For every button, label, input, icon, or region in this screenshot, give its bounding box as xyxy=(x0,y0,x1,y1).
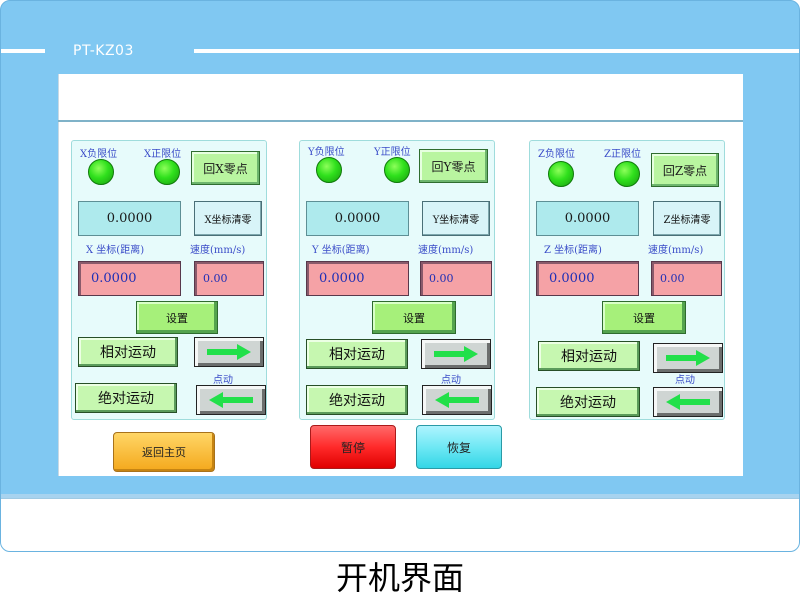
jog-forward-button[interactable] xyxy=(421,339,491,369)
pause-button[interactable]: 暂停 xyxy=(310,425,396,469)
neg-limit-label: Z负限位 xyxy=(538,149,575,160)
absolute-move-button[interactable]: 绝对运动 xyxy=(306,385,408,415)
relative-move-button[interactable]: 相对运动 xyxy=(306,339,408,369)
distance-input[interactable]: 0.0000 xyxy=(536,261,639,296)
set-button[interactable]: 设置 xyxy=(372,301,456,334)
screen-caption: 开机界面 xyxy=(335,559,464,597)
pos-limit-lamp xyxy=(614,161,640,187)
z-axis-panel: Z负限位 Z正限位 回Z零点 0.0000 Z坐标清零 Z 坐标(距离) 速度(… xyxy=(529,140,725,420)
relative-move-button[interactable]: 相对运动 xyxy=(538,341,640,371)
pos-limit-label: X正限位 xyxy=(144,149,182,160)
pos-limit-lamp xyxy=(154,159,180,185)
pos-limit-label: Y正限位 xyxy=(374,147,411,158)
coordinate-label: X 坐标(距离) xyxy=(86,245,145,256)
set-button[interactable]: 设置 xyxy=(602,301,686,334)
arrow-right-icon xyxy=(207,344,251,360)
pos-limit-lamp xyxy=(384,157,410,183)
jog-label: 点动 xyxy=(675,375,695,386)
neg-limit-label: Y负限位 xyxy=(308,147,345,158)
speed-label: 速度(mm/s) xyxy=(648,245,704,256)
arrow-right-icon xyxy=(666,350,710,366)
neg-limit-label: X负限位 xyxy=(80,149,118,160)
jog-forward-button[interactable] xyxy=(653,343,723,373)
speed-label: 速度(mm/s) xyxy=(418,245,474,256)
return-home-button[interactable]: 返回主页 xyxy=(113,432,215,472)
arrow-right-icon xyxy=(434,346,478,362)
jog-forward-button[interactable] xyxy=(194,337,264,367)
x-axis-panel: X负限位 X正限位 回X零点 0.0000 X坐标清零 X 坐标(距离) 速度(… xyxy=(71,140,267,420)
home-axis-button[interactable]: 回X零点 xyxy=(191,151,260,185)
coordinate-display: 0.0000 xyxy=(536,201,639,236)
absolute-move-button[interactable]: 绝对运动 xyxy=(75,383,177,413)
distance-input[interactable]: 0.0000 xyxy=(78,261,181,296)
clear-coordinate-button[interactable]: Z坐标清零 xyxy=(653,201,721,236)
pos-limit-label: Z正限位 xyxy=(604,149,641,160)
jog-backward-button[interactable] xyxy=(196,385,266,415)
jog-backward-button[interactable] xyxy=(422,385,492,415)
home-axis-button[interactable]: 回Y零点 xyxy=(419,149,488,183)
arrow-left-icon xyxy=(666,394,710,410)
relative-move-button[interactable]: 相对运动 xyxy=(78,337,178,367)
y-axis-panel: Y负限位 Y正限位 回Y零点 0.0000 Y坐标清零 Y 坐标(距离) 速度(… xyxy=(299,140,495,420)
resume-button[interactable]: 恢复 xyxy=(416,425,502,469)
frame-bottom-panel xyxy=(1,498,799,551)
coordinate-label: Y 坐标(距离) xyxy=(312,245,370,256)
speed-input[interactable]: 0.00 xyxy=(194,261,264,296)
clear-coordinate-button[interactable]: X坐标清零 xyxy=(194,201,262,236)
set-button[interactable]: 设置 xyxy=(136,301,218,334)
device-title: PT-KZ03 xyxy=(73,43,134,59)
coordinate-label: Z 坐标(距离) xyxy=(544,245,602,256)
speed-input[interactable]: 0.00 xyxy=(420,261,492,296)
neg-limit-lamp xyxy=(88,159,114,185)
clear-coordinate-button[interactable]: Y坐标清零 xyxy=(422,201,490,236)
speed-label: 速度(mm/s) xyxy=(190,245,246,256)
jog-label: 点动 xyxy=(441,375,461,386)
frame-stripe xyxy=(1,494,799,500)
coordinate-display: 0.0000 xyxy=(306,201,409,236)
jog-backward-button[interactable] xyxy=(653,387,723,417)
arrow-left-icon xyxy=(209,392,253,408)
neg-limit-lamp xyxy=(548,161,574,187)
arrow-left-icon xyxy=(435,392,479,408)
home-axis-button[interactable]: 回Z零点 xyxy=(651,153,719,187)
jog-label: 点动 xyxy=(213,375,233,386)
distance-input[interactable]: 0.0000 xyxy=(306,261,409,296)
title-line xyxy=(1,49,45,53)
title-line xyxy=(194,49,799,53)
screen-divider xyxy=(58,120,743,122)
absolute-move-button[interactable]: 绝对运动 xyxy=(536,387,640,417)
speed-input[interactable]: 0.00 xyxy=(651,261,722,296)
neg-limit-lamp xyxy=(316,157,342,183)
coordinate-display: 0.0000 xyxy=(78,201,181,236)
